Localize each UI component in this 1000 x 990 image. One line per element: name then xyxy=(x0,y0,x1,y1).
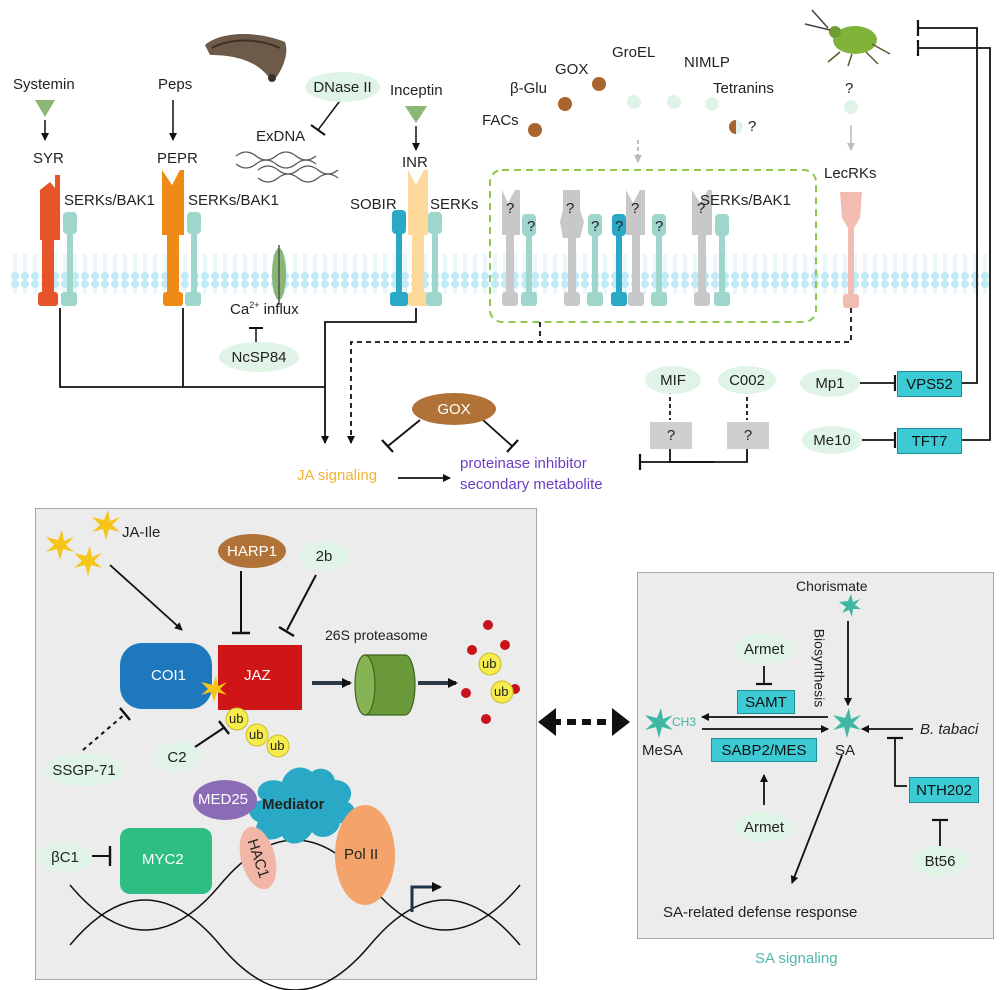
ub-label-4: ub xyxy=(249,727,264,742)
peps-label: Peps xyxy=(158,76,193,93)
unknown-ligand-label: ? xyxy=(748,118,757,135)
serks-bak1-label-1: SERKs/BAK1 xyxy=(64,192,155,209)
armet-pill-bottom: Armet xyxy=(734,812,794,842)
lecrks-label: LecRKs xyxy=(824,165,877,182)
influx-text: influx xyxy=(263,301,299,318)
sa-signaling-title: SA signaling xyxy=(755,950,838,967)
bt56-pill: Bt56 xyxy=(912,846,968,876)
ub-label-3: ub xyxy=(229,711,244,726)
c2-pill: C2 xyxy=(153,742,201,772)
chorismate-label: Chorismate xyxy=(796,578,868,594)
ssgp71-pill: SSGP-71 xyxy=(44,754,124,786)
samt-box: SAMT xyxy=(737,690,795,714)
serks-label: SERKs xyxy=(430,196,479,213)
tetranins-label: Tetranins xyxy=(713,80,774,97)
exdna-label: ExDNA xyxy=(256,128,306,145)
unknown-aphid-ligand-label: ? xyxy=(845,80,854,97)
systemin-label: Systemin xyxy=(13,76,75,93)
ub-label-1: ub xyxy=(482,656,497,671)
mif-pill: MIF xyxy=(645,366,701,394)
aphid-icon xyxy=(804,9,891,67)
secondary-metabolite-label: secondary metabolite xyxy=(460,476,603,493)
receptor-q-2: ? xyxy=(527,218,536,235)
syr-label: SYR xyxy=(33,150,64,167)
ja-signaling-label: JA signaling xyxy=(297,467,378,484)
mesa-label: MeSA xyxy=(642,742,683,759)
ncsp84-pill: NcSP84 xyxy=(219,342,299,372)
serks-bak1-label-3: SERKs/BAK1 xyxy=(700,192,791,209)
inceptin-label: Inceptin xyxy=(390,82,443,99)
nimlp-label: NIMLP xyxy=(684,54,730,71)
facs-label: FACs xyxy=(482,112,519,129)
sabp2-mes-box: SABP2/MES xyxy=(711,738,817,762)
c002-pill: C002 xyxy=(718,366,776,394)
receptor-q-1: ? xyxy=(506,200,515,217)
jaz-label: JAZ xyxy=(244,667,271,684)
me10-pill: Me10 xyxy=(802,426,862,454)
b-tabaci-label: B. tabaci xyxy=(920,721,979,738)
vps52-box: VPS52 xyxy=(897,371,962,397)
gox-label: GOX xyxy=(555,61,589,78)
receptor-q-8: ? xyxy=(697,200,706,217)
unknown-target-box-2: ? xyxy=(727,422,769,449)
ub-label-2: ub xyxy=(494,684,509,699)
biosynthesis-label: Biosynthesis xyxy=(811,628,828,708)
2b-pill: 2b xyxy=(300,541,348,571)
beta-c1-pill: βC1 xyxy=(38,842,92,872)
ub-label-5: ub xyxy=(270,738,285,753)
ca-influx-label: Ca2+ influx xyxy=(230,300,299,318)
receptor-q-7: ? xyxy=(655,218,664,235)
receptor-q-6: ? xyxy=(631,200,640,217)
pol-ii-label: Pol II xyxy=(344,846,379,863)
unknown-target-box-1: ? xyxy=(650,422,692,449)
inr-label: INR xyxy=(402,154,428,171)
sa-label: SA xyxy=(835,742,856,759)
ja-ile-label: JA-Ile xyxy=(122,524,161,541)
receptor-q-4: ? xyxy=(591,218,600,235)
proteinase-inhibitor-label: proteinase inhibitor xyxy=(460,455,587,472)
dnase-ii-pill: DNase II xyxy=(305,72,380,102)
caterpillar-icon xyxy=(205,34,287,82)
harp1-pill: HARP1 xyxy=(218,534,286,568)
mp1-pill: Mp1 xyxy=(800,369,860,397)
coi1-label: COI1 xyxy=(151,667,187,684)
mediator-label: Mediator xyxy=(262,796,325,813)
groel-label: GroEL xyxy=(612,44,656,61)
receptor-q-3: ? xyxy=(566,200,575,217)
serks-bak1-label-2: SERKs/BAK1 xyxy=(188,192,279,209)
beta-glu-label: β-Glu xyxy=(510,80,547,97)
gox-effector-pill: GOX xyxy=(412,393,496,425)
pepr-label: PEPR xyxy=(157,150,198,167)
tft7-box: TFT7 xyxy=(897,428,962,454)
receptor-q-5: ? xyxy=(615,218,624,235)
26s-proteasome-label: 26S proteasome xyxy=(325,627,428,643)
myc2-label: MYC2 xyxy=(142,851,184,868)
sobir-label: SOBIR xyxy=(350,196,397,213)
armet-pill-top: Armet xyxy=(734,634,794,664)
ca-superscript: 2+ xyxy=(249,300,260,310)
nth202-box: NTH202 xyxy=(909,777,979,803)
ca-text: Ca xyxy=(230,301,250,318)
med25-label: MED25 xyxy=(198,791,249,808)
sa-defense-label: SA-related defense response xyxy=(663,904,858,921)
ch3-label: CH3 xyxy=(672,715,697,729)
